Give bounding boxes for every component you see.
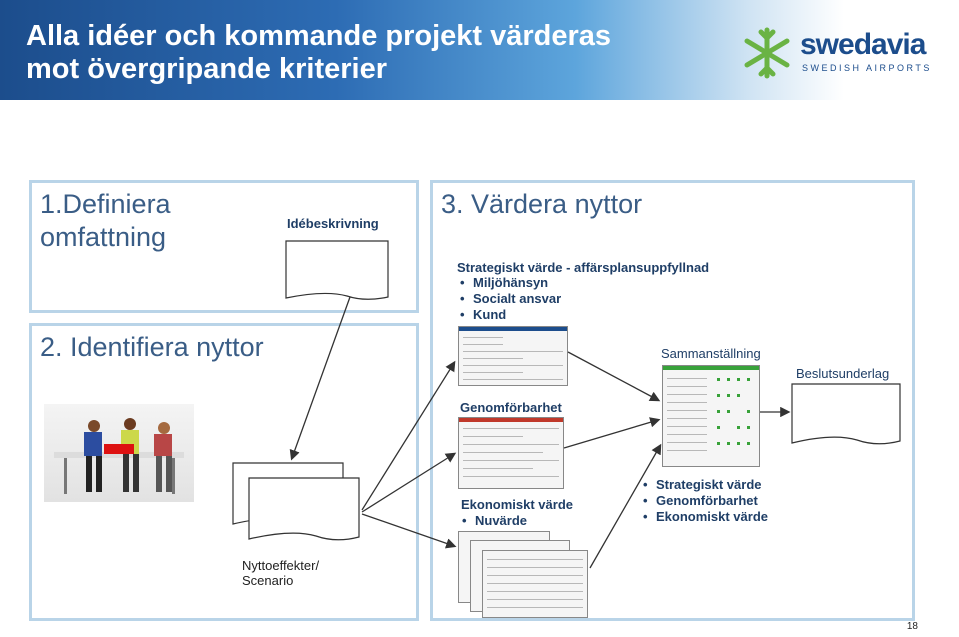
beslutsunderlag-document	[791, 383, 901, 445]
step1-label: 1.Definiera omfattning	[40, 188, 171, 254]
arrow-strategiskt-to-sammanstallning	[567, 351, 661, 402]
page-number: 18	[906, 621, 918, 632]
arrow-ekonomiskt-to-sammanstallning	[589, 443, 662, 569]
snowflake-icon	[744, 27, 790, 79]
idebeskrivning-document	[285, 240, 389, 300]
arrow-to-ekonomiskt	[361, 513, 457, 549]
arrow-genomforbarhet-to-sammanstallning	[563, 417, 661, 449]
nyttoeffekter-line-1: Nyttoeffekter/	[242, 558, 320, 573]
genomforbarhet-form-thumbnail	[458, 417, 564, 489]
step1-line-1: 1.Definiera	[40, 189, 171, 219]
strategiskt-item: Kund	[457, 307, 561, 323]
arrow-to-genomforbarhet	[361, 452, 457, 513]
strategiskt-list: Miljöhänsyn Socialt ansvar Kund	[457, 275, 561, 323]
summary-item: Genomförbarhet	[640, 493, 768, 509]
title-line-2: mot övergripande kriterier	[26, 53, 387, 85]
arrow-to-strategiskt	[361, 360, 456, 511]
logo-subline: SWEDISH AIRPORTS	[802, 63, 932, 73]
strategiskt-header: Strategiskt värde - affärsplansuppfyllna…	[457, 260, 710, 275]
ekonomiskt-list: Nuvärde	[459, 513, 527, 529]
page-title: Alla idéer och kommande projekt värderas…	[26, 20, 611, 86]
strategiskt-item: Miljöhänsyn	[457, 275, 561, 291]
step1-line-2: omfattning	[40, 222, 167, 252]
nyttoeffekter-document-front	[248, 477, 360, 541]
strategiskt-form-thumbnail	[458, 326, 568, 386]
ekonomiskt-form-thumbnail-front	[482, 550, 588, 618]
genomforbarhet-label: Genomförbarhet	[460, 400, 562, 415]
strategiskt-item: Socialt ansvar	[457, 291, 561, 307]
summary-item: Strategiskt värde	[640, 477, 768, 493]
swedavia-logo: swedavia SWEDISH AIRPORTS	[740, 26, 940, 79]
logo-wordmark: swedavia	[800, 28, 926, 61]
sammanstallning-thumbnail	[662, 365, 760, 467]
header-banner: Alla idéer och kommande projekt värderas…	[0, 0, 959, 100]
summary-item: Ekonomiskt värde	[640, 509, 768, 525]
beslutsunderlag-label: Beslutsunderlag	[796, 366, 890, 381]
ekonomiskt-header: Ekonomiskt värde	[461, 497, 573, 512]
step3-label: 3. Värdera nyttor	[441, 189, 643, 219]
step2-label: 2. Identifiera nyttor	[40, 332, 264, 362]
nyttoeffekter-label: Nyttoeffekter/ Scenario	[242, 558, 319, 588]
ekonomiskt-item: Nuvärde	[459, 513, 527, 529]
idebeskrivning-label: Idébeskrivning	[287, 216, 379, 231]
arrow-idebeskrivning-to-nyttoeffekter	[289, 296, 351, 461]
team-photo	[44, 404, 194, 502]
sammanstallning-label: Sammanställning	[661, 346, 761, 361]
nyttoeffekter-line-2: Scenario	[242, 573, 294, 588]
people-icon	[54, 418, 184, 494]
title-line-1: Alla idéer och kommande projekt värderas	[26, 20, 612, 52]
summary-list: Strategiskt värde Genomförbarhet Ekonomi…	[640, 477, 768, 525]
